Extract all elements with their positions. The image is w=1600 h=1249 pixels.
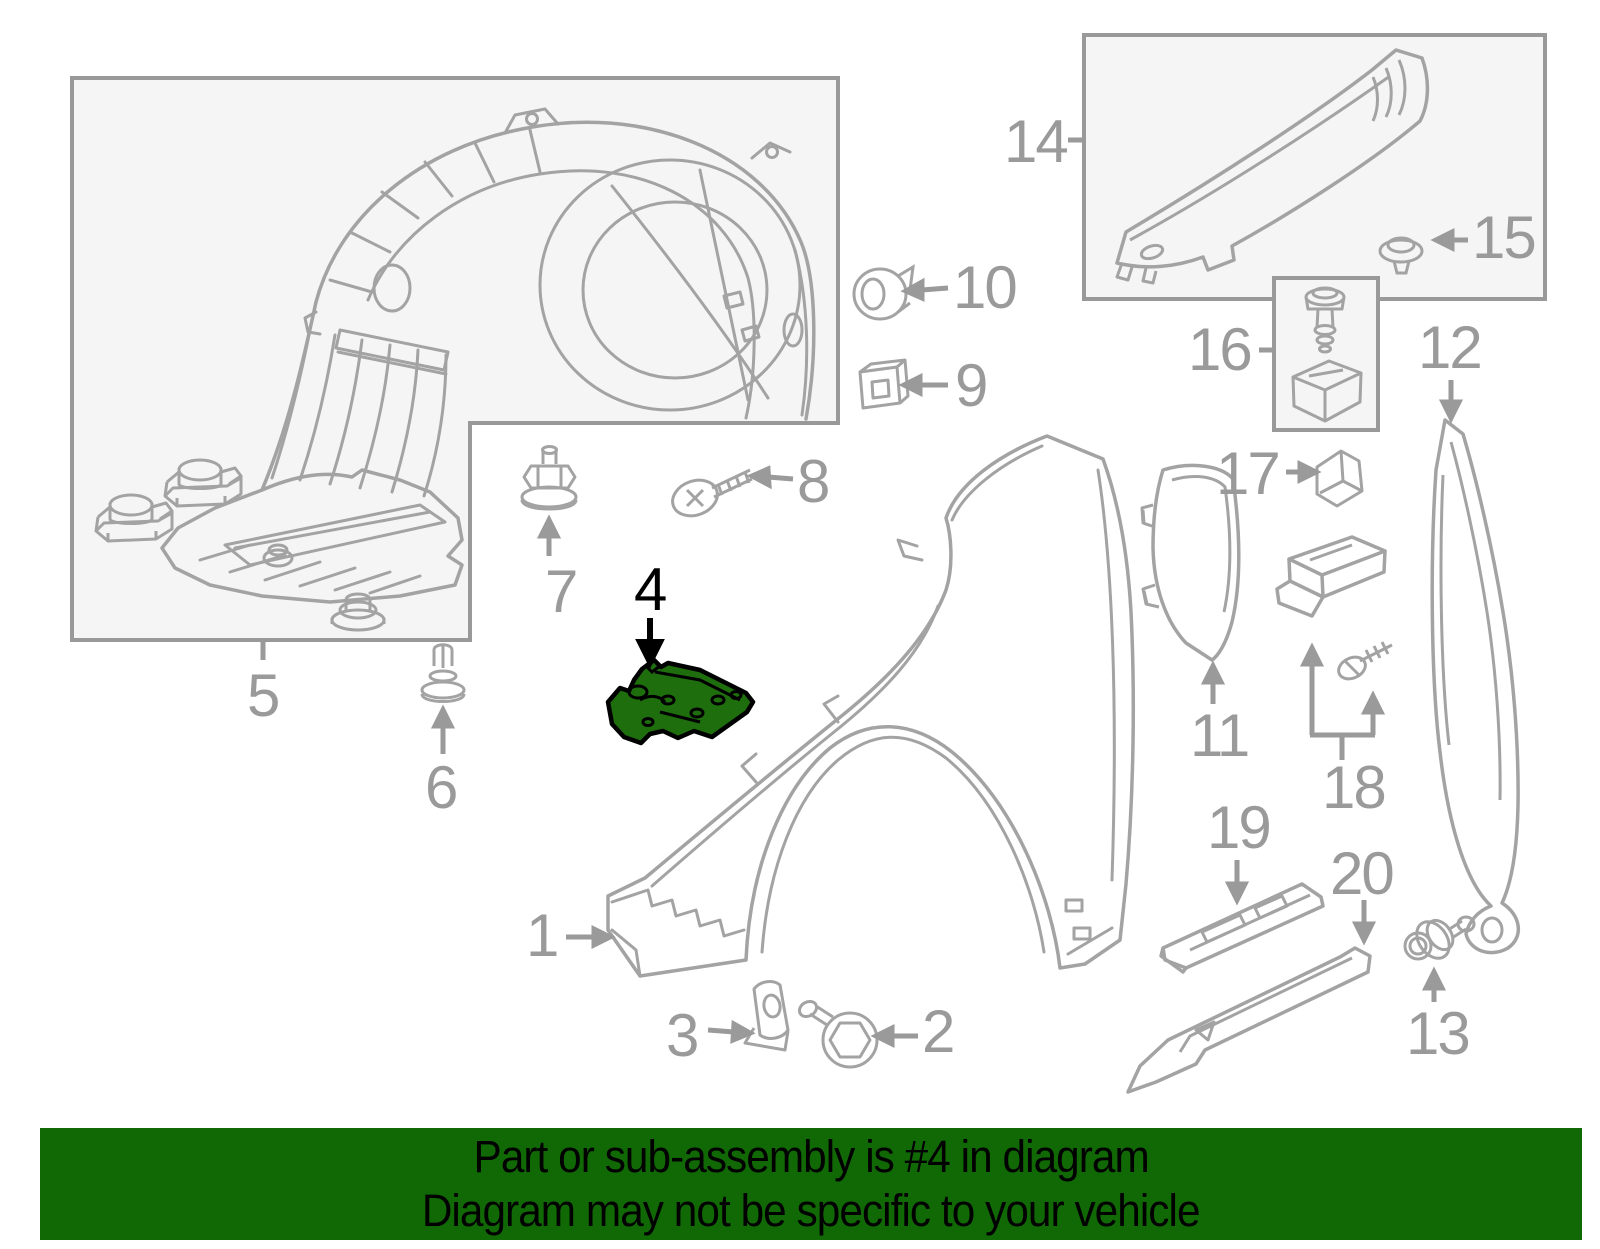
- leader-arrow-13: [1421, 966, 1447, 1002]
- part-label-9[interactable]: 9: [955, 352, 988, 419]
- leader-arrow-19: [1224, 860, 1250, 906]
- inset-box-fender-liner: [70, 76, 840, 642]
- fastener-6-rivet: [420, 643, 466, 703]
- highlighted-part-4-body[interactable]: [605, 657, 756, 746]
- leader-arrow-10: [900, 277, 949, 302]
- part-label-12[interactable]: 12: [1418, 314, 1483, 381]
- leader-arrow-18-heads: [1299, 642, 1386, 715]
- leader-arrow-9: [898, 372, 948, 398]
- part-label-5[interactable]: 5: [247, 662, 280, 729]
- leader-arrow-17: [1286, 459, 1322, 485]
- part-14-sill-trim: [1115, 48, 1430, 285]
- banner-line-1: Part or sub-assembly is #4 in diagram: [473, 1131, 1149, 1182]
- liner-grommet: [330, 592, 386, 632]
- part-label-3[interactable]: 3: [666, 1002, 699, 1069]
- highlight-banner: Part or sub-assembly is #4 in diagram Di…: [40, 1128, 1582, 1240]
- leader-arrow-11: [1200, 660, 1226, 704]
- leader-arrow-1: [566, 924, 616, 950]
- banner-line-2: Diagram may not be specific to your vehi…: [422, 1185, 1201, 1236]
- part-label-15[interactable]: 15: [1472, 204, 1537, 271]
- part-12-pillar-garnish: [1430, 418, 1521, 955]
- leader-arrow-18: [1309, 664, 1376, 760]
- leader-arrow-15: [1430, 227, 1468, 253]
- part-label-2[interactable]: 2: [922, 998, 955, 1065]
- fastener-8-screw: [671, 468, 753, 518]
- part-16-bolt-and-nut: [1291, 286, 1363, 423]
- leader-arrow-8: [746, 465, 794, 490]
- leader-arrow-20: [1351, 900, 1377, 946]
- part-label-20[interactable]: 20: [1330, 840, 1395, 907]
- part-label-4[interactable]: 4: [634, 556, 667, 623]
- highlighted-part-4-details: [627, 664, 743, 727]
- part-11-garnish-panel: [1140, 463, 1241, 662]
- part-label-13[interactable]: 13: [1406, 1000, 1471, 1067]
- leader-arrow-6: [430, 704, 456, 754]
- fastener-2-bolt: [797, 999, 879, 1069]
- part-label-19[interactable]: 19: [1207, 794, 1272, 861]
- fastener-9-square-nut: [858, 358, 910, 410]
- part-18-screw: [1337, 641, 1393, 681]
- part-3-stay: [743, 980, 790, 1052]
- leader-arrows: [260, 137, 1468, 1049]
- part-label-17[interactable]: 17: [1216, 440, 1281, 507]
- part-13-clip: [1403, 915, 1476, 961]
- part-label-1[interactable]: 1: [526, 902, 559, 969]
- part-label-14[interactable]: 14: [1004, 108, 1069, 175]
- part-label-10[interactable]: 10: [953, 254, 1018, 321]
- highlighted-part-4[interactable]: [605, 657, 756, 746]
- part-label-16[interactable]: 16: [1188, 316, 1253, 383]
- part-20-sill-garnish: [1126, 946, 1372, 1094]
- part-label-6[interactable]: 6: [425, 754, 458, 821]
- leader-arrow-7: [536, 514, 562, 556]
- part-19-bracket-plate: [1159, 882, 1325, 974]
- leader-arrow-3: [707, 1019, 756, 1044]
- part-label-8[interactable]: 8: [797, 448, 830, 515]
- part-label-11[interactable]: 11: [1190, 702, 1250, 769]
- fastener-10-grommet: [852, 264, 915, 321]
- fastener-7-clip: [520, 445, 578, 511]
- part-label-7[interactable]: 7: [545, 558, 578, 625]
- part-15-clip: [1378, 236, 1424, 275]
- leader-arrow-12: [1438, 380, 1464, 424]
- fender-liner-illustration: [160, 107, 816, 604]
- leader-arrow-4: [635, 618, 665, 669]
- leader-arrow-2: [870, 1023, 918, 1049]
- part-18-bracket: [1275, 535, 1387, 618]
- fender-illustration: [606, 434, 1136, 978]
- part-17-wedge-clip: [1315, 449, 1364, 508]
- part-label-18[interactable]: 18: [1322, 754, 1387, 821]
